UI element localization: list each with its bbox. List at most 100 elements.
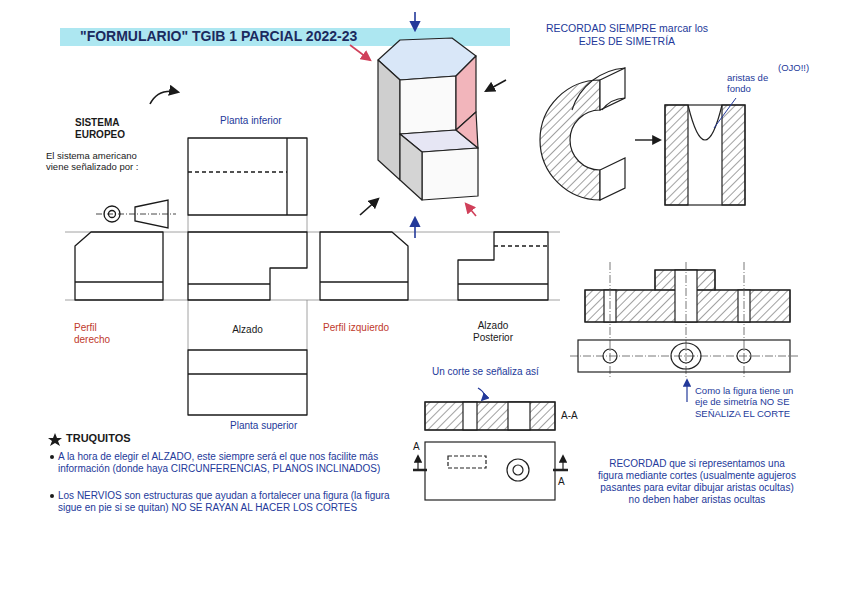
plan-a-a [413,442,568,500]
view-outline [75,232,163,300]
section-a-a [425,402,555,430]
isometric-piece [378,60,400,180]
center-lines [570,262,798,378]
visible-edge [188,232,307,300]
reminder: RECORDAD SIEMPRE marcar los EJES DE SIME… [538,22,716,47]
section-view [665,105,745,205]
plan-a-a [448,456,486,468]
half-cylinder [602,98,625,110]
view-name: Perfil izquierdo [323,322,411,334]
cutting-plane-letter: A [558,476,570,488]
note: Un corte se señaliza así [432,366,544,378]
plan-a-a [413,469,568,471]
isometric-piece [378,38,478,200]
view-outline [185,228,310,340]
visible-edge [320,281,408,282]
arrow [478,388,484,400]
visible-edge [458,232,548,300]
plan-a-a [425,442,555,500]
center-lines [570,262,798,378]
visible-edge [188,373,307,374]
american-symbol [96,200,176,228]
section-a-a [508,402,530,430]
american-symbol [135,200,168,228]
section-view [722,105,745,205]
projection-lines [65,215,560,350]
view-outline [185,115,313,219]
isometric-piece [400,134,422,200]
tip: Los NERVIOS son estructuras que ayudan a… [58,490,393,514]
callout: aristas de fondo [727,72,777,95]
half-cylinder [540,80,600,200]
isometric-piece [400,76,456,134]
view-arrows [466,204,476,216]
view-arrows [360,199,378,215]
top-view-symmetric [578,340,790,372]
plan-a-a [417,456,418,470]
leader-line [714,98,736,128]
view-name: Alzado [185,324,310,336]
view-name: Planta inferior [220,115,310,127]
section-a-a [425,402,555,430]
plan-a-a [513,465,523,475]
section-symmetric [585,270,790,322]
view-outline [188,232,307,300]
section-view [688,105,722,140]
orthographic-view: Alzado [185,228,312,340]
star-icon [48,433,62,446]
top-view-symmetric [603,349,617,363]
tip: A la hora de elegir el ALZADO, este siem… [58,451,393,475]
section-name: A-A [561,410,591,422]
isometric-piece [456,112,478,148]
visible-edge [75,232,163,300]
sheet-title: "FORMULARIO" TGIB 1 PARCIAL 2022-23 [80,28,357,45]
visible-edge [188,350,307,415]
view-arrows [486,80,506,91]
isometric-piece [422,148,478,200]
visible-edge [188,283,270,284]
top-view-symmetric [679,349,693,363]
arrow [686,380,687,402]
note: Como la figura tiene un eje de simetría … [695,385,807,419]
system-name: SISTEMA EUROPEO [75,117,150,141]
view-outline [188,350,307,415]
section-symmetric [585,270,790,322]
visible-edge [188,138,307,215]
view-outline [458,232,548,300]
section-view [665,105,745,205]
arrow [635,139,660,140]
half-cylinder [540,68,625,200]
view-outline [320,232,408,300]
cutting-plane-letter: A [413,441,425,453]
top-view-symmetric [578,340,790,372]
half-cylinder [572,68,625,110]
orthographic-view: Perfil izquierdo [317,228,413,340]
half-cylinder [600,158,625,200]
curved-arrow [150,91,178,104]
visible-edge [286,138,287,215]
american-symbol [104,206,120,222]
view-arrows [350,45,370,60]
reminder: RECORDAD que si representamos una figura… [598,458,796,506]
hidden-edge [188,171,287,172]
visible-edge [458,283,548,284]
view-name: Perfil derecho [74,322,122,346]
plan-a-a [562,456,563,470]
american-symbol [109,211,116,218]
note: El sistema americano viene señalizado po… [46,150,148,173]
orthographic-view: Perfil derecho [72,228,166,354]
view-arrows [414,12,416,30]
orthographic-view: Planta inferior [185,115,313,219]
view-outline [455,228,551,350]
visible-edge [75,281,163,282]
section-a-a [425,402,555,430]
half-cylinder [600,68,625,110]
view-outline [188,138,307,215]
callout: (OJO!!) [778,62,828,73]
view-arrows [350,12,506,238]
section-a-a [463,402,477,430]
heading: TRUQUITOS [66,432,156,445]
visible-edge [320,232,408,300]
hidden-edge [494,245,548,246]
